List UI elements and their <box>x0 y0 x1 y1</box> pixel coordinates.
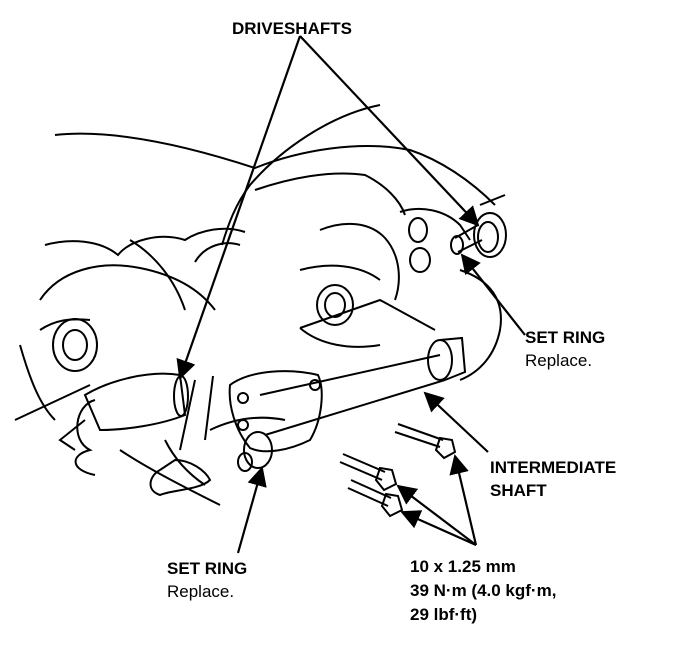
bolt-torque-line2: 29 lbf·ft) <box>410 605 478 624</box>
set-ring-left-title: SET RING <box>167 559 248 578</box>
set-ring-right-title: SET RING <box>525 328 606 347</box>
transaxle-case <box>14 104 502 506</box>
intermediate-shaft <box>228 336 467 472</box>
intermediate-shaft-label-line2: SHAFT <box>490 481 547 500</box>
driveshafts-label: DRIVESHAFTS <box>232 19 352 38</box>
left-driveshaft-cv-joint <box>58 372 212 497</box>
right-driveshaft-stub <box>450 194 507 258</box>
set-ring-left-note: Replace. <box>167 582 235 601</box>
mounting-bolts <box>339 423 457 518</box>
oil-seals <box>52 217 431 372</box>
callout-lines <box>176 35 526 554</box>
bolt-size-label: 10 x 1.25 mm <box>410 557 516 576</box>
intermediate-shaft-label-line1: INTERMEDIATE <box>490 458 617 477</box>
set-ring-right-note: Replace. <box>525 351 593 370</box>
bolt-torque-line1: 39 N·m (4.0 kgf·m, <box>410 581 557 600</box>
